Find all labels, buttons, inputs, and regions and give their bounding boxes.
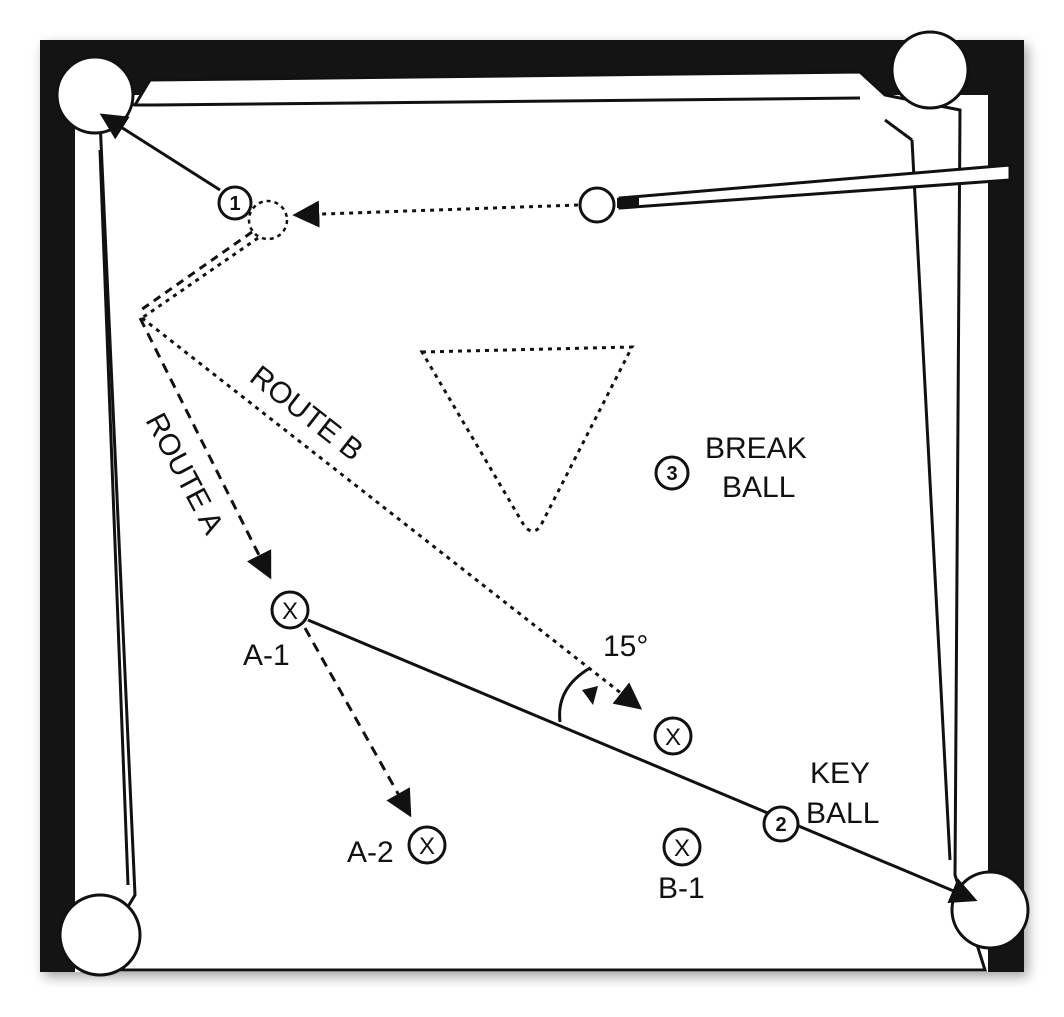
cue-path-line	[292, 200, 579, 228]
left-rail	[40, 40, 75, 972]
angle-arrowhead	[582, 686, 598, 705]
position-b1-x: X	[674, 835, 690, 862]
position-a2-label: A-2	[347, 836, 394, 869]
ball-2-number: 2	[775, 814, 786, 836]
ball-3-number: 3	[666, 463, 677, 485]
top-left-pocket	[55, 55, 135, 135]
position-a1-label: A-1	[243, 639, 290, 672]
top-rail	[40, 40, 1024, 70]
ball-2	[762, 805, 800, 843]
break-ball-label-line1: BREAK	[705, 432, 807, 465]
top-right-pocket	[890, 30, 970, 110]
position-b1-marker	[662, 827, 702, 867]
position-a2-marker	[407, 825, 447, 865]
ball-1-pocket-line	[99, 113, 221, 192]
position-a1-x: X	[282, 598, 298, 625]
position-a2-x: X	[419, 833, 435, 860]
route-b-target-marker	[653, 716, 693, 756]
left-cushion-line	[98, 149, 130, 886]
right-cushion-line	[910, 139, 952, 861]
position-a1-marker	[270, 590, 310, 630]
angle-label: 15°	[603, 630, 648, 663]
ball-1-number: 1	[229, 193, 240, 215]
position-b1-label: B-1	[658, 872, 705, 905]
deflection-line-b	[141, 236, 259, 320]
cushion-frame	[70, 70, 988, 972]
deflection-line-a	[137, 230, 253, 314]
route-b-target-x: X	[665, 724, 681, 751]
key-ball-pocket-line	[307, 618, 978, 904]
key-ball-label-line2: BALL	[806, 797, 879, 830]
ball-1	[217, 185, 253, 221]
bottom-right-pocket	[950, 870, 1030, 950]
bottom-left-pocket	[58, 893, 142, 977]
break-ball-label-line2: BALL	[722, 471, 795, 504]
ball-3	[654, 455, 690, 491]
cue-tip	[617, 198, 639, 208]
cushion-corner	[884, 118, 913, 142]
key-ball-label-line1: KEY	[810, 757, 870, 790]
cue-ball	[578, 186, 616, 224]
route-a-line	[138, 317, 272, 580]
ghost-ball	[247, 199, 289, 241]
top-cushion-line	[154, 96, 861, 107]
angle-arc	[558, 666, 591, 723]
right-rail	[988, 40, 1024, 972]
route-b-line	[141, 316, 643, 710]
a1-to-a2-line	[303, 627, 412, 818]
